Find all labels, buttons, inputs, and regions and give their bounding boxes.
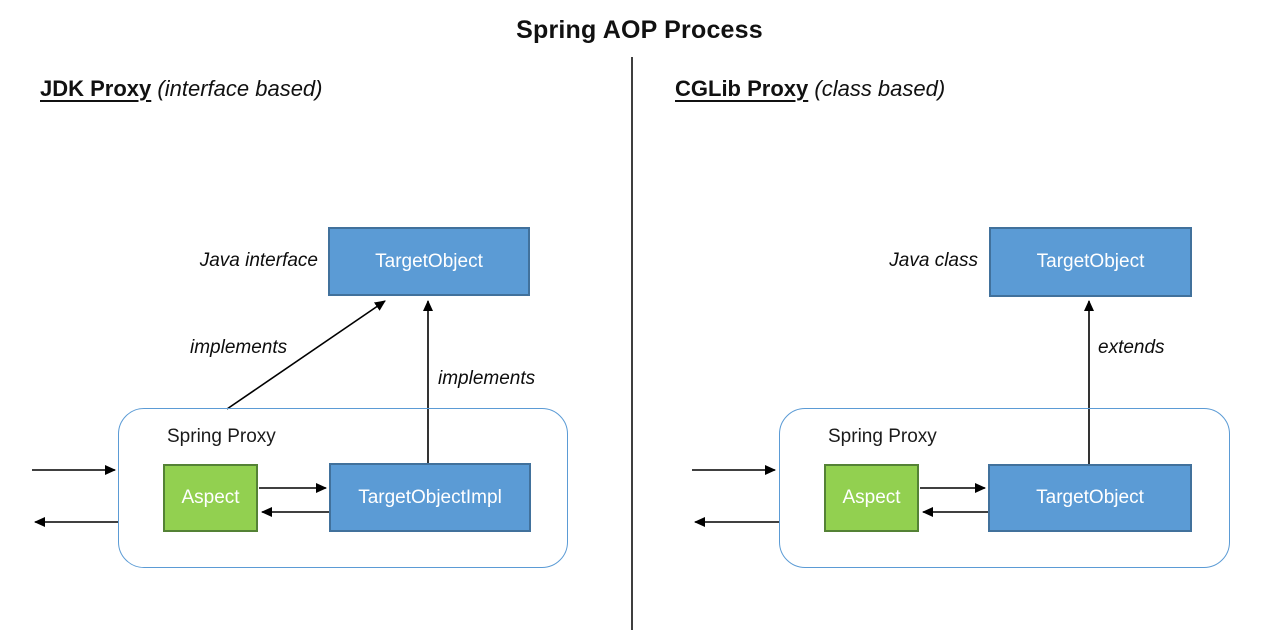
- panel-divider-line: [631, 57, 633, 630]
- cglib-proxy-heading-main: CGLib Proxy: [675, 76, 809, 101]
- target-object-inner-box-right: TargetObject: [988, 464, 1192, 532]
- java-interface-label: Java interface: [199, 250, 318, 271]
- aspect-box-left: Aspect: [163, 464, 258, 532]
- page-title: Spring AOP Process: [516, 16, 763, 44]
- cglib-proxy-heading-note: (class based): [814, 76, 946, 101]
- target-object-impl-box: TargetObjectImpl: [329, 463, 531, 532]
- aspect-box-right: Aspect: [824, 464, 919, 532]
- spring-proxy-container-left: [118, 408, 568, 568]
- java-class-label: Java class: [889, 250, 978, 271]
- jdk-proxy-heading: JDK Proxy (interface based): [40, 76, 323, 102]
- implements-vertical-label: implements: [438, 368, 536, 389]
- extends-label: extends: [1098, 337, 1165, 358]
- cglib-proxy-heading: CGLib Proxy (class based): [675, 76, 945, 102]
- jdk-proxy-heading-main: JDK Proxy: [40, 76, 152, 101]
- jdk-proxy-heading-note: (interface based): [157, 76, 323, 101]
- target-object-class-box: TargetObject: [989, 227, 1192, 297]
- spring-proxy-label-left: Spring Proxy: [167, 426, 276, 447]
- implements-diagonal-label: implements: [190, 337, 288, 358]
- spring-proxy-container-right: [779, 408, 1230, 568]
- spring-proxy-label-right: Spring Proxy: [828, 426, 937, 447]
- target-object-interface-box: TargetObject: [328, 227, 530, 296]
